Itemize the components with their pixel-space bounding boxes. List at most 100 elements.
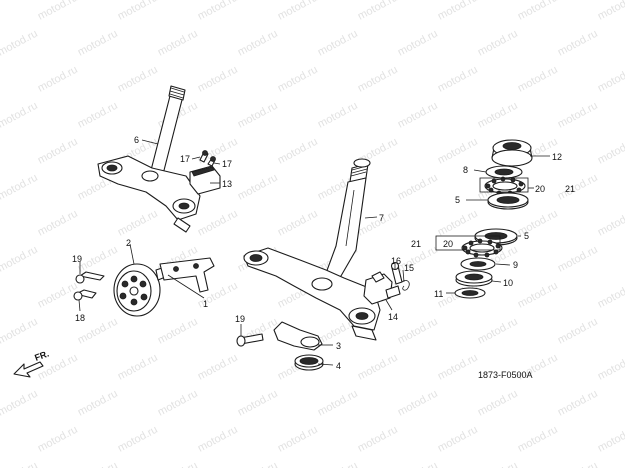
- watermark-text: motod.ru: [596, 352, 625, 383]
- watermark-text: motod.ru: [196, 0, 240, 23]
- horn-bracket-part-1: [159, 257, 215, 293]
- watermark-text: motod.ru: [556, 460, 600, 468]
- callout-8: 8: [463, 165, 468, 175]
- callout-3: 3: [336, 341, 341, 351]
- watermark-text: motod.ru: [316, 28, 360, 59]
- watermark-text: motod.ru: [356, 352, 400, 383]
- watermark-text: motod.ru: [436, 352, 480, 383]
- watermark-text: motod.ru: [516, 64, 560, 95]
- callout-11: 11: [434, 289, 443, 299]
- watermark-text: motod.ru: [76, 388, 120, 419]
- callout-21-lower: 21: [411, 239, 421, 249]
- front-direction-indicator: FR.: [13, 349, 50, 378]
- callout-7: 7: [379, 213, 384, 223]
- watermark-text: motod.ru: [356, 64, 400, 95]
- watermark-text: motod.ru: [116, 0, 160, 23]
- watermark-text: motod.ru: [236, 460, 280, 468]
- watermark-text: motod.ru: [116, 208, 160, 239]
- watermark-text: motod.ru: [556, 28, 600, 59]
- nut-part-18: [73, 289, 97, 301]
- watermark-text: motod.ru: [276, 424, 320, 455]
- watermark-text: motod.ru: [396, 100, 440, 131]
- callout-6: 6: [134, 135, 139, 145]
- watermark-text: motod.ru: [36, 0, 80, 23]
- callout-18: 18: [75, 313, 85, 323]
- watermark-text: motod.ru: [36, 208, 80, 239]
- callout-5-upper: 5: [455, 195, 460, 205]
- watermark-text: motod.ru: [156, 28, 200, 59]
- watermark-text: motod.ru: [36, 424, 80, 455]
- holder-part-13: [189, 150, 221, 195]
- callout-1: 1: [203, 299, 208, 309]
- watermark-text: motod.ru: [356, 0, 400, 23]
- bolt-part-19-lower: [236, 333, 264, 347]
- watermark-text: motod.ru: [196, 424, 240, 455]
- watermark-text: motod.ru: [156, 316, 200, 347]
- watermark-text: motod.ru: [596, 64, 625, 95]
- watermark-text: motod.ru: [276, 0, 320, 23]
- watermark-text: motod.ru: [396, 28, 440, 59]
- watermark-text: motod.ru: [596, 0, 625, 23]
- watermark-text: motod.ru: [196, 352, 240, 383]
- watermark-text: motod.ru: [316, 388, 360, 419]
- watermark-text: motod.ru: [596, 208, 625, 239]
- callout-9: 9: [513, 260, 518, 270]
- watermark-text: motod.ru: [236, 28, 280, 59]
- watermark-text: motod.ru: [436, 424, 480, 455]
- watermark-text: motod.ru: [196, 136, 240, 167]
- watermark-text: motod.ru: [276, 64, 320, 95]
- race-part-9: [460, 257, 496, 271]
- callout-14: 14: [388, 312, 398, 322]
- callouts: 1 2 3 4 5 5 6 7 8 9 10 11 12 13 14 15 16…: [72, 135, 575, 371]
- seal-part-10: [455, 270, 493, 287]
- watermark-text: motod.ru: [196, 64, 240, 95]
- top-bridge-part-6: [97, 85, 201, 233]
- watermark-text: motod.ru: [596, 280, 625, 311]
- callout-20-lower: 20: [443, 239, 453, 249]
- watermark-text: motod.ru: [196, 208, 240, 239]
- watermark-text: motod.ru: [0, 28, 40, 59]
- watermark-text: motod.ru: [476, 388, 520, 419]
- watermark-text: motod.ru: [76, 28, 120, 59]
- watermark-text: motod.ru: [396, 172, 440, 203]
- watermark-text: motod.ru: [0, 460, 40, 468]
- watermark-text: motod.ru: [316, 100, 360, 131]
- washer-part-8: [485, 165, 523, 179]
- callout-19-upper: 19: [72, 254, 82, 264]
- watermark-text: motod.ru: [516, 280, 560, 311]
- watermark-text: motod.ru: [476, 316, 520, 347]
- callout-10: 10: [503, 278, 513, 288]
- watermark-text: motod.ru: [396, 316, 440, 347]
- watermark-text: motod.ru: [116, 424, 160, 455]
- callout-19-lower: 19: [235, 314, 245, 324]
- watermark-text: motod.ru: [556, 316, 600, 347]
- watermark-text: motod.ru: [236, 388, 280, 419]
- watermark-text: motod.ru: [76, 100, 120, 131]
- watermark-text: motod.ru: [356, 424, 400, 455]
- watermark-text: motod.ru: [596, 424, 625, 455]
- bearing-stack: [454, 139, 533, 299]
- callout-4: 4: [336, 361, 341, 371]
- watermark-text: motod.ru: [556, 100, 600, 131]
- watermark-text: motod.ru: [236, 100, 280, 131]
- watermark-text: motod.ru: [436, 208, 480, 239]
- front-label: FR.: [33, 349, 50, 363]
- bolt-part-19: [75, 271, 105, 284]
- group-box-upper: [479, 177, 529, 193]
- group-box-lower: [435, 235, 501, 251]
- watermark-text: motod.ru: [476, 28, 520, 59]
- callout-20-upper: 20: [535, 184, 545, 194]
- watermark-text: motod.ru: [436, 0, 480, 23]
- cable-guide-part-3: [273, 321, 323, 351]
- watermark-text: motod.ru: [316, 460, 360, 468]
- watermark-text: motod.ru: [396, 460, 440, 468]
- watermark-text: motod.ru: [276, 208, 320, 239]
- watermark-text: motod.ru: [476, 100, 520, 131]
- washer-part-11: [454, 287, 486, 299]
- callout-15: 15: [404, 263, 414, 273]
- watermark-text: motod.ru: [436, 64, 480, 95]
- watermark-text: motod.ru: [156, 460, 200, 468]
